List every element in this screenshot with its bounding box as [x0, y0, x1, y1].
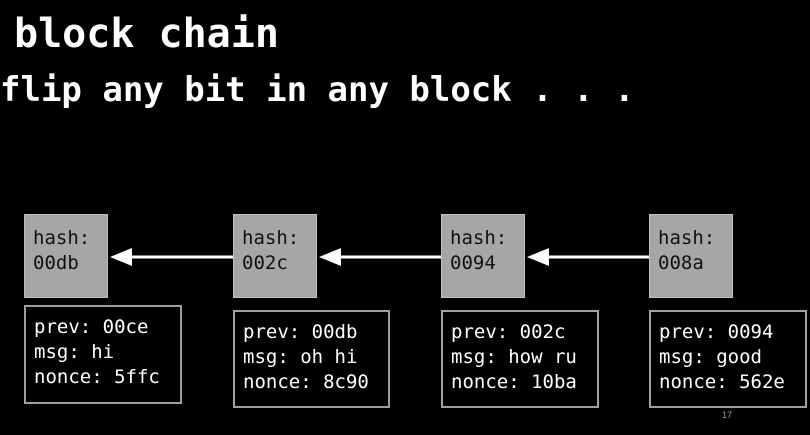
block-4-data-box: prev: 0094 msg: good nonce: 562e: [649, 310, 807, 408]
block-4-msg: msg: good: [659, 346, 762, 368]
slide-title: block chain: [14, 11, 279, 57]
block-2-hash-value: 002c: [242, 252, 288, 274]
block-4-nonce: nonce: 562e: [659, 371, 785, 393]
block-1-hash-box: hash: 00db: [24, 214, 108, 298]
block-2-prev: prev: 00db: [243, 321, 358, 343]
block-1-prev: prev: 00ce: [34, 316, 149, 338]
block-1-data-box: prev: 00ce msg: hi nonce: 5ffc: [24, 305, 182, 404]
block-1-hash-label: hash:: [33, 227, 91, 249]
arrow-block-3-to-block-2: [319, 248, 441, 266]
block-2-nonce: nonce: 8c90: [243, 371, 369, 393]
block-1-msg: msg: hi: [34, 341, 115, 363]
slide-subtitle: flip any bit in any block . . .: [0, 70, 635, 110]
block-1-nonce: nonce: 5ffc: [34, 366, 160, 388]
block-3-prev: prev: 002c: [451, 321, 566, 343]
block-2-hash-label: hash:: [242, 227, 300, 249]
block-4-prev: prev: 0094: [659, 321, 774, 343]
block-3-hash-box: hash: 0094: [441, 214, 525, 298]
block-3-hash-label: hash:: [450, 227, 508, 249]
block-2-msg: msg: oh hi: [243, 346, 358, 368]
arrow-block-4-to-block-3: [527, 248, 649, 266]
block-2-hash-box: hash: 002c: [233, 214, 317, 298]
block-4-hash-box: hash: 008a: [649, 214, 733, 298]
block-3-data-box: prev: 002c msg: how ru nonce: 10ba: [441, 310, 599, 408]
block-1-hash-value: 00db: [33, 252, 79, 274]
arrow-block-2-to-block-1: [110, 248, 233, 266]
block-4-hash-value: 008a: [658, 252, 704, 274]
block-4-hash-label: hash:: [658, 227, 716, 249]
block-3-nonce: nonce: 10ba: [451, 371, 577, 393]
page-number: 17: [722, 410, 733, 420]
block-3-hash-value: 0094: [450, 252, 496, 274]
block-2-data-box: prev: 00db msg: oh hi nonce: 8c90: [233, 310, 390, 408]
block-3-msg: msg: how ru: [451, 346, 577, 368]
